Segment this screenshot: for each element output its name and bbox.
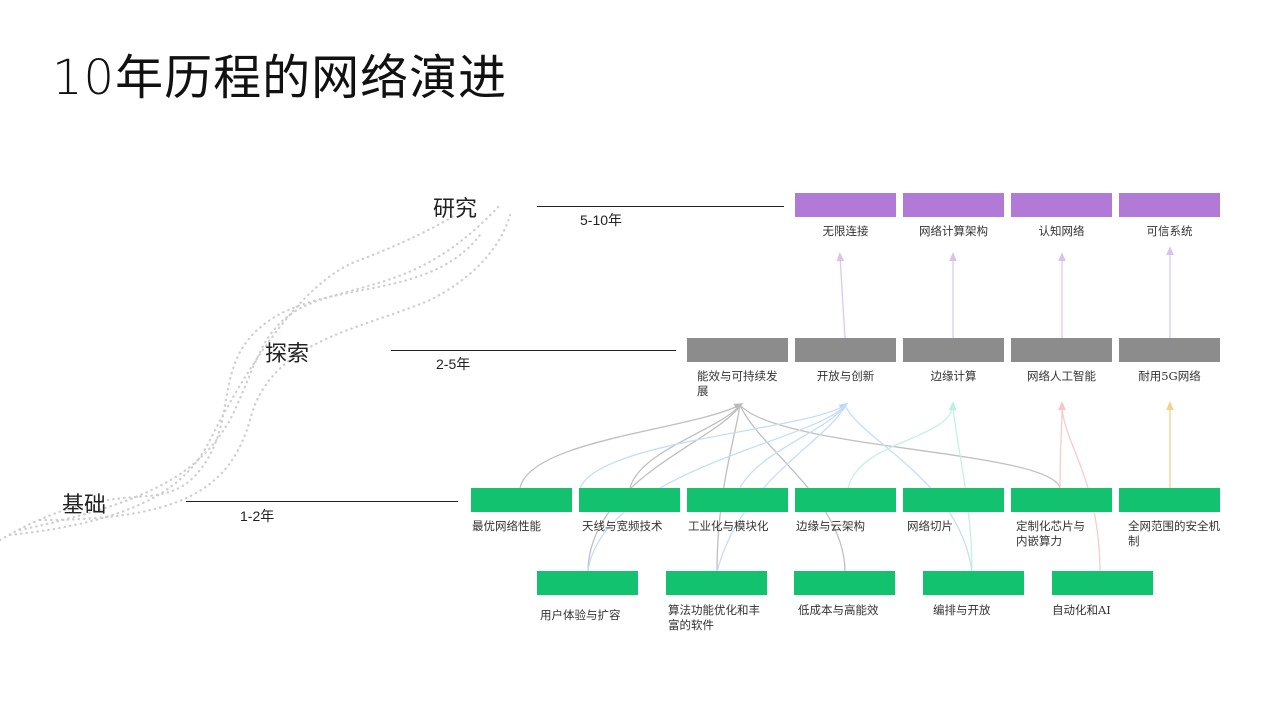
foundation-item-label: 定制化芯片与内嵌算力 — [1016, 519, 1085, 548]
capability-box — [923, 571, 1024, 595]
foundation-item-label: 工业化与模块化 — [688, 519, 769, 533]
timeline-explore — [391, 350, 676, 351]
dotted-helix-decoration — [0, 203, 512, 542]
capability-box — [666, 571, 767, 595]
research-box — [1119, 193, 1220, 217]
stage-label-research: 研究 — [433, 197, 478, 222]
explore-item-label: 网络人工智能 — [1027, 369, 1096, 383]
connectors-to-research — [836, 246, 1174, 339]
capability-box — [1052, 571, 1153, 595]
research-item-label: 网络计算架构 — [919, 224, 988, 238]
foundation-box — [903, 488, 1004, 512]
stage-label-foundation: 基础 — [62, 493, 107, 518]
explore-box — [1119, 338, 1220, 362]
foundation-item-label: 网络切片 — [907, 519, 953, 533]
explore-item-label: 边缘计算 — [930, 369, 977, 383]
connectors-to-network-ai — [1058, 401, 1101, 573]
foundation-box — [795, 488, 896, 512]
timeline-foundation — [186, 501, 458, 502]
explore-item-label: 能效与可持续发展 — [697, 369, 778, 398]
timeline-research — [537, 206, 784, 207]
explore-item-label: 开放与创新 — [816, 369, 875, 383]
capability-item-label: 编排与开放 — [933, 603, 991, 617]
research-box — [903, 193, 1004, 217]
stage-label-explore: 探索 — [265, 342, 310, 367]
connectors-to-energy-efficiency — [519, 403, 1061, 573]
capability-item-label: 用户体验与扩容 — [540, 608, 621, 622]
connectors-to-edge-computing — [847, 401, 973, 573]
explore-item-label: 耐用5G网络 — [1138, 369, 1201, 383]
foundation-box — [1011, 488, 1112, 512]
explore-box — [795, 338, 896, 362]
research-item-label: 无限连接 — [822, 224, 869, 238]
research-box — [795, 193, 896, 217]
research-item-label: 认知网络 — [1038, 224, 1085, 238]
period-foundation: 1-2年 — [240, 508, 275, 524]
capability-item-label: 低成本与高能效 — [798, 603, 879, 617]
capability-box — [794, 571, 895, 595]
foundation-box — [471, 488, 572, 512]
foundation-item-label: 天线与宽频技术 — [582, 519, 663, 533]
foundation-box — [687, 488, 788, 512]
research-box — [1011, 193, 1112, 217]
foundation-item-label: 全网范围的安全机制 — [1128, 519, 1220, 548]
research-item-label: 可信系统 — [1146, 224, 1193, 238]
explore-box — [1011, 338, 1112, 362]
foundation-box — [1119, 488, 1220, 512]
capability-item-label: 自动化和AI — [1052, 603, 1111, 617]
foundation-item-label: 边缘与云架构 — [796, 519, 865, 533]
page-title: 10年历程的网络演进 — [52, 50, 508, 106]
explore-box — [903, 338, 1004, 362]
foundation-box — [579, 488, 680, 512]
period-explore: 2-5年 — [436, 356, 471, 372]
explore-box — [687, 338, 788, 362]
period-research: 5-10年 — [580, 212, 623, 228]
foundation-item-label: 最优网络性能 — [472, 519, 541, 533]
capability-item-label: 算法功能优化和丰富的软件 — [668, 603, 760, 632]
capability-box — [537, 571, 638, 595]
connectors-to-open-innovation — [579, 402, 973, 573]
